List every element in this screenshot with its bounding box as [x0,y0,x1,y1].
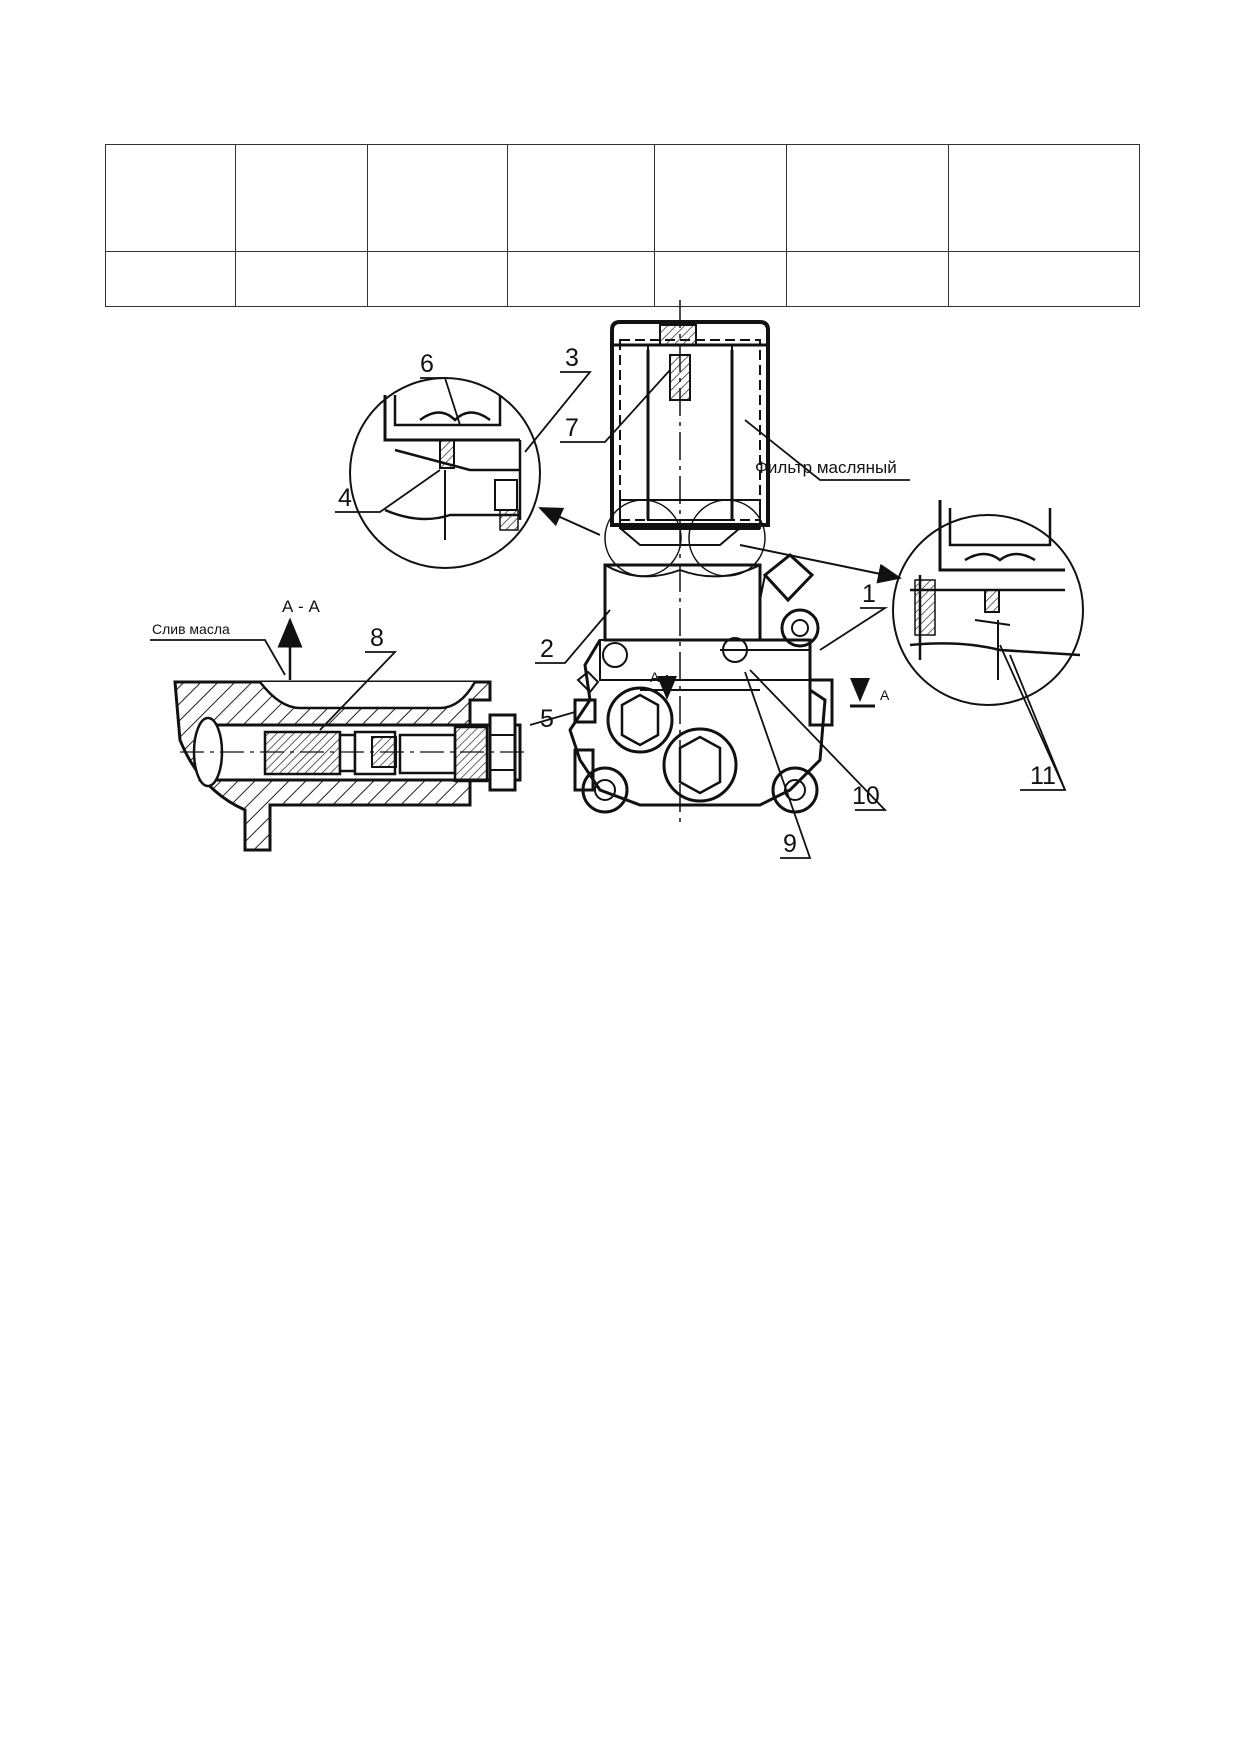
callout-7: 7 [565,414,579,442]
filter-label: Фильтр масляный [755,458,897,477]
section-marks [657,675,875,708]
stamp-cell [105,144,236,252]
stamp-cell [105,251,236,307]
callout-2: 2 [540,635,554,663]
drain-label: Слив масла [152,621,230,637]
stamp-table-row [105,144,1140,252]
detail-view-right [892,500,1084,706]
callout-9: 9 [783,830,797,858]
stamp-cell [786,144,949,252]
callout-11: 11 [1030,762,1056,790]
callout-4: 4 [338,484,352,512]
stamp-cell [948,251,1140,307]
callout-10: 10 [852,782,880,810]
stamp-table-row [105,251,1140,307]
stamp-table [105,144,1140,307]
stamp-cell [948,144,1140,252]
stamp-cell [654,144,787,252]
section-mark-left: А [650,669,660,685]
detail-view-left [349,377,541,569]
callout-5: 5 [540,705,554,733]
callout-6: 6 [420,350,434,378]
section-label: А - А [282,597,320,616]
stamp-cell [235,251,368,307]
oil-filter [610,300,770,825]
callout-3: 3 [565,344,579,372]
section-mark-right: А [880,687,890,703]
stamp-cell [654,251,787,307]
stamp-cell [367,251,508,307]
stamp-cell [507,251,655,307]
stamp-cell [786,251,949,307]
stamp-cell [367,144,508,252]
callout-1: 1 [862,580,876,608]
leader-lines [150,369,1067,859]
section-a-a [173,617,530,852]
callout-8: 8 [370,624,384,652]
housing [568,499,834,814]
